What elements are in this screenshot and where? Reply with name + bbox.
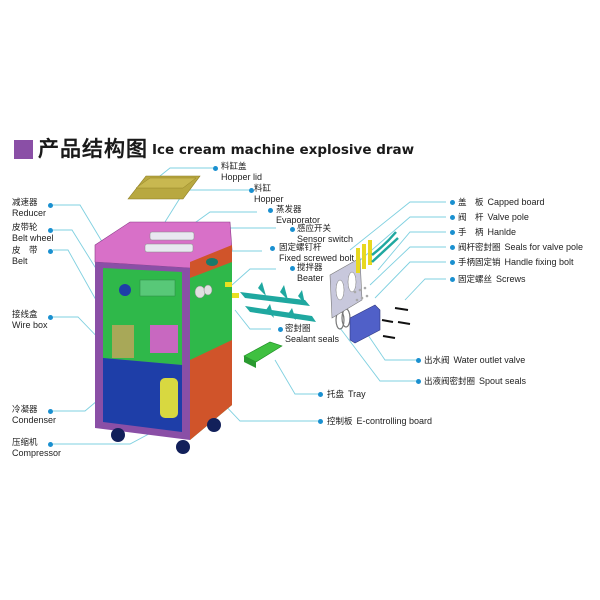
beater-part	[225, 282, 316, 322]
dot-water-outlet-valve	[416, 358, 421, 363]
label-fixed-screwed-bolt: 固定螺钉杆 Fixed screwed bolt	[279, 243, 355, 263]
dot-beater	[290, 266, 295, 271]
capped-board-part	[329, 257, 363, 319]
label-belt: 皮 带 Belt	[12, 246, 38, 266]
dot-capped-board	[450, 200, 455, 205]
dot-screws	[450, 277, 455, 282]
dot-compressor	[48, 442, 53, 447]
dot-sealant-seals	[278, 327, 283, 332]
dot-e-controlling-board	[318, 419, 323, 424]
dot-condenser	[48, 409, 53, 414]
dot-wire-box	[48, 315, 53, 320]
diagram-title: 产品结构图 Ice cream machine explosive draw	[14, 137, 414, 161]
hopper-lid-part	[127, 175, 201, 200]
label-belt-wheel: 皮带轮 Belt wheel	[12, 223, 54, 243]
dot-seals-for-valve-pole	[450, 245, 455, 250]
label-beater: 搅拌器 Beater	[297, 263, 324, 283]
title-english: Ice cream machine explosive draw	[152, 142, 415, 158]
dot-valve-pole	[450, 215, 455, 220]
label-reducer: 减速器 Reducer	[12, 198, 47, 218]
label-condenser: 冷凝器 Condenser	[12, 405, 57, 425]
valve-seals-part	[353, 286, 369, 302]
machine-cabinet	[94, 221, 233, 454]
label-evaporator: 蒸发器 Evaporator	[276, 205, 321, 225]
dot-hopper	[249, 188, 254, 193]
dot-belt	[48, 249, 53, 254]
label-hopper-lid: 料缸盖 Hopper lid	[221, 162, 263, 182]
label-hopper: 料缸 Hopper	[254, 184, 284, 204]
dot-hopper-lid	[213, 166, 218, 171]
screws-part	[381, 307, 411, 339]
label-sealant-seals: 密封圈 Sealant seals	[285, 324, 340, 344]
label-sensor-switch: 感应开关 Sensor switch	[297, 224, 354, 244]
valve-pole-part	[356, 240, 372, 273]
tray-part	[243, 341, 283, 368]
dot-evaporator	[268, 208, 273, 213]
dot-handle-fixing-bolt	[450, 260, 455, 265]
dot-belt-wheel	[48, 228, 53, 233]
dot-reducer	[48, 203, 53, 208]
dot-sensor-switch	[290, 227, 295, 232]
title-accent-square	[14, 140, 33, 159]
label-wire-box: 接线盒 Wire box	[12, 310, 48, 330]
water-outlet-valve-part	[349, 304, 381, 344]
dot-handle	[450, 230, 455, 235]
label-compressor: 压缩机 Compressor	[12, 438, 62, 458]
dot-fixed-screwed-bolt	[270, 246, 275, 251]
title-chinese: 产品结构图	[38, 137, 148, 161]
dot-tray	[318, 392, 323, 397]
dot-spout-seals	[416, 379, 421, 384]
handle-part	[371, 231, 399, 263]
